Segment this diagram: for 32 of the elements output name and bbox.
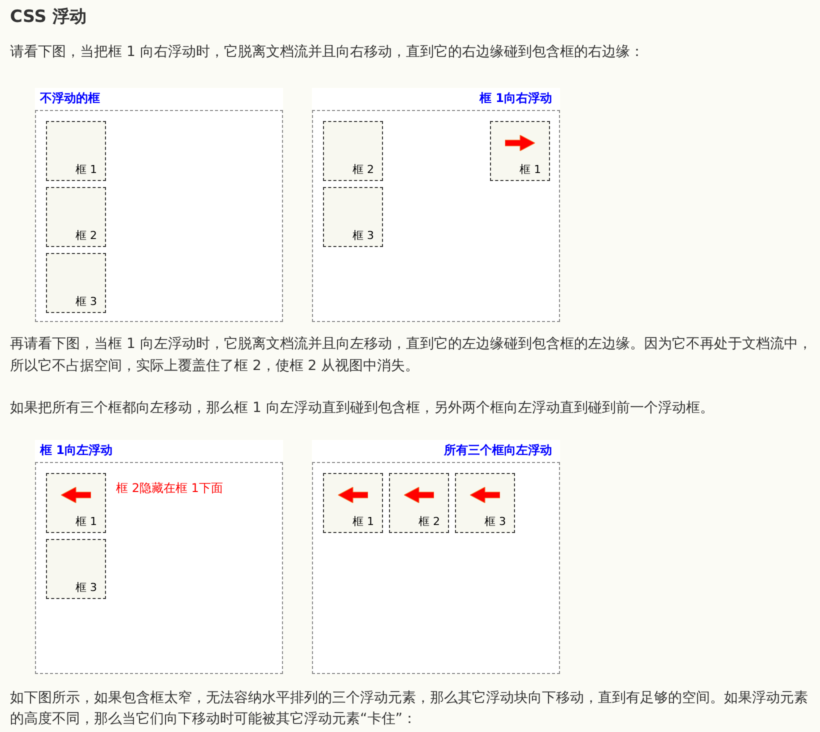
float-box [46, 253, 106, 313]
page-heading: CSS 浮动 [10, 6, 86, 28]
note-text: 框 2隐藏在框 1下面 [116, 480, 223, 496]
box-label: 框 1 [520, 163, 541, 176]
box-label: 框 1 [76, 163, 97, 176]
panel-title: 不浮动的框 [40, 91, 100, 105]
box-label: 框 1 [352, 515, 374, 528]
float-box [389, 473, 449, 533]
box-label: 框 3 [352, 229, 374, 242]
panel-title: 框 1向左浮动 [40, 443, 113, 457]
float-box [455, 473, 515, 533]
panel-title: 框 1向右浮动 [479, 91, 552, 105]
box-label: 框 2 [76, 229, 97, 242]
float-box [46, 473, 106, 533]
paragraph: 如下图所示，如果包含框太窄，无法容纳水平排列的三个浮动元素，那么其它浮动块向下移动，直到有足够的空间。如果浮动元素的高度不同，那么当它们向下移动时可能被其它浮动元素“卡住”： [10, 689, 809, 729]
box-label: 框 3 [484, 515, 506, 528]
box-label: 框 1 [76, 515, 97, 528]
float-box [323, 121, 383, 181]
box-label: 框 3 [76, 295, 97, 308]
float-box [46, 539, 106, 599]
float-box [46, 187, 106, 247]
box-label: 框 3 [76, 581, 97, 594]
box-label: 框 2 [418, 515, 440, 528]
paragraph: 如果把所有三个框都向左移动，那么框 1 向左浮动直到碰到包含框，另外两个框向左浮动直到碰到前一个浮动框。 [10, 399, 715, 418]
paragraph: 请看下图，当把框 1 向右浮动时，它脱离文档流并且向右移动，直到它的右边缘碰到包含框的右边缘： [10, 43, 645, 62]
panel-title: 所有三个框向左浮动 [444, 443, 552, 457]
float-box [490, 121, 550, 181]
float-box [46, 121, 106, 181]
float-box [323, 473, 383, 533]
paragraph: 再请看下图，当框 1 向左浮动时，它脱离文档流并且向左移动，直到它的左边缘碰到包含框的左边缘。因为它不再处于文档流中，所以它不占据空间，实际上覆盖住了框 2，使框 2 从视图中消失。 [10, 335, 813, 376]
box-label: 框 2 [352, 163, 374, 176]
float-box [323, 187, 383, 247]
